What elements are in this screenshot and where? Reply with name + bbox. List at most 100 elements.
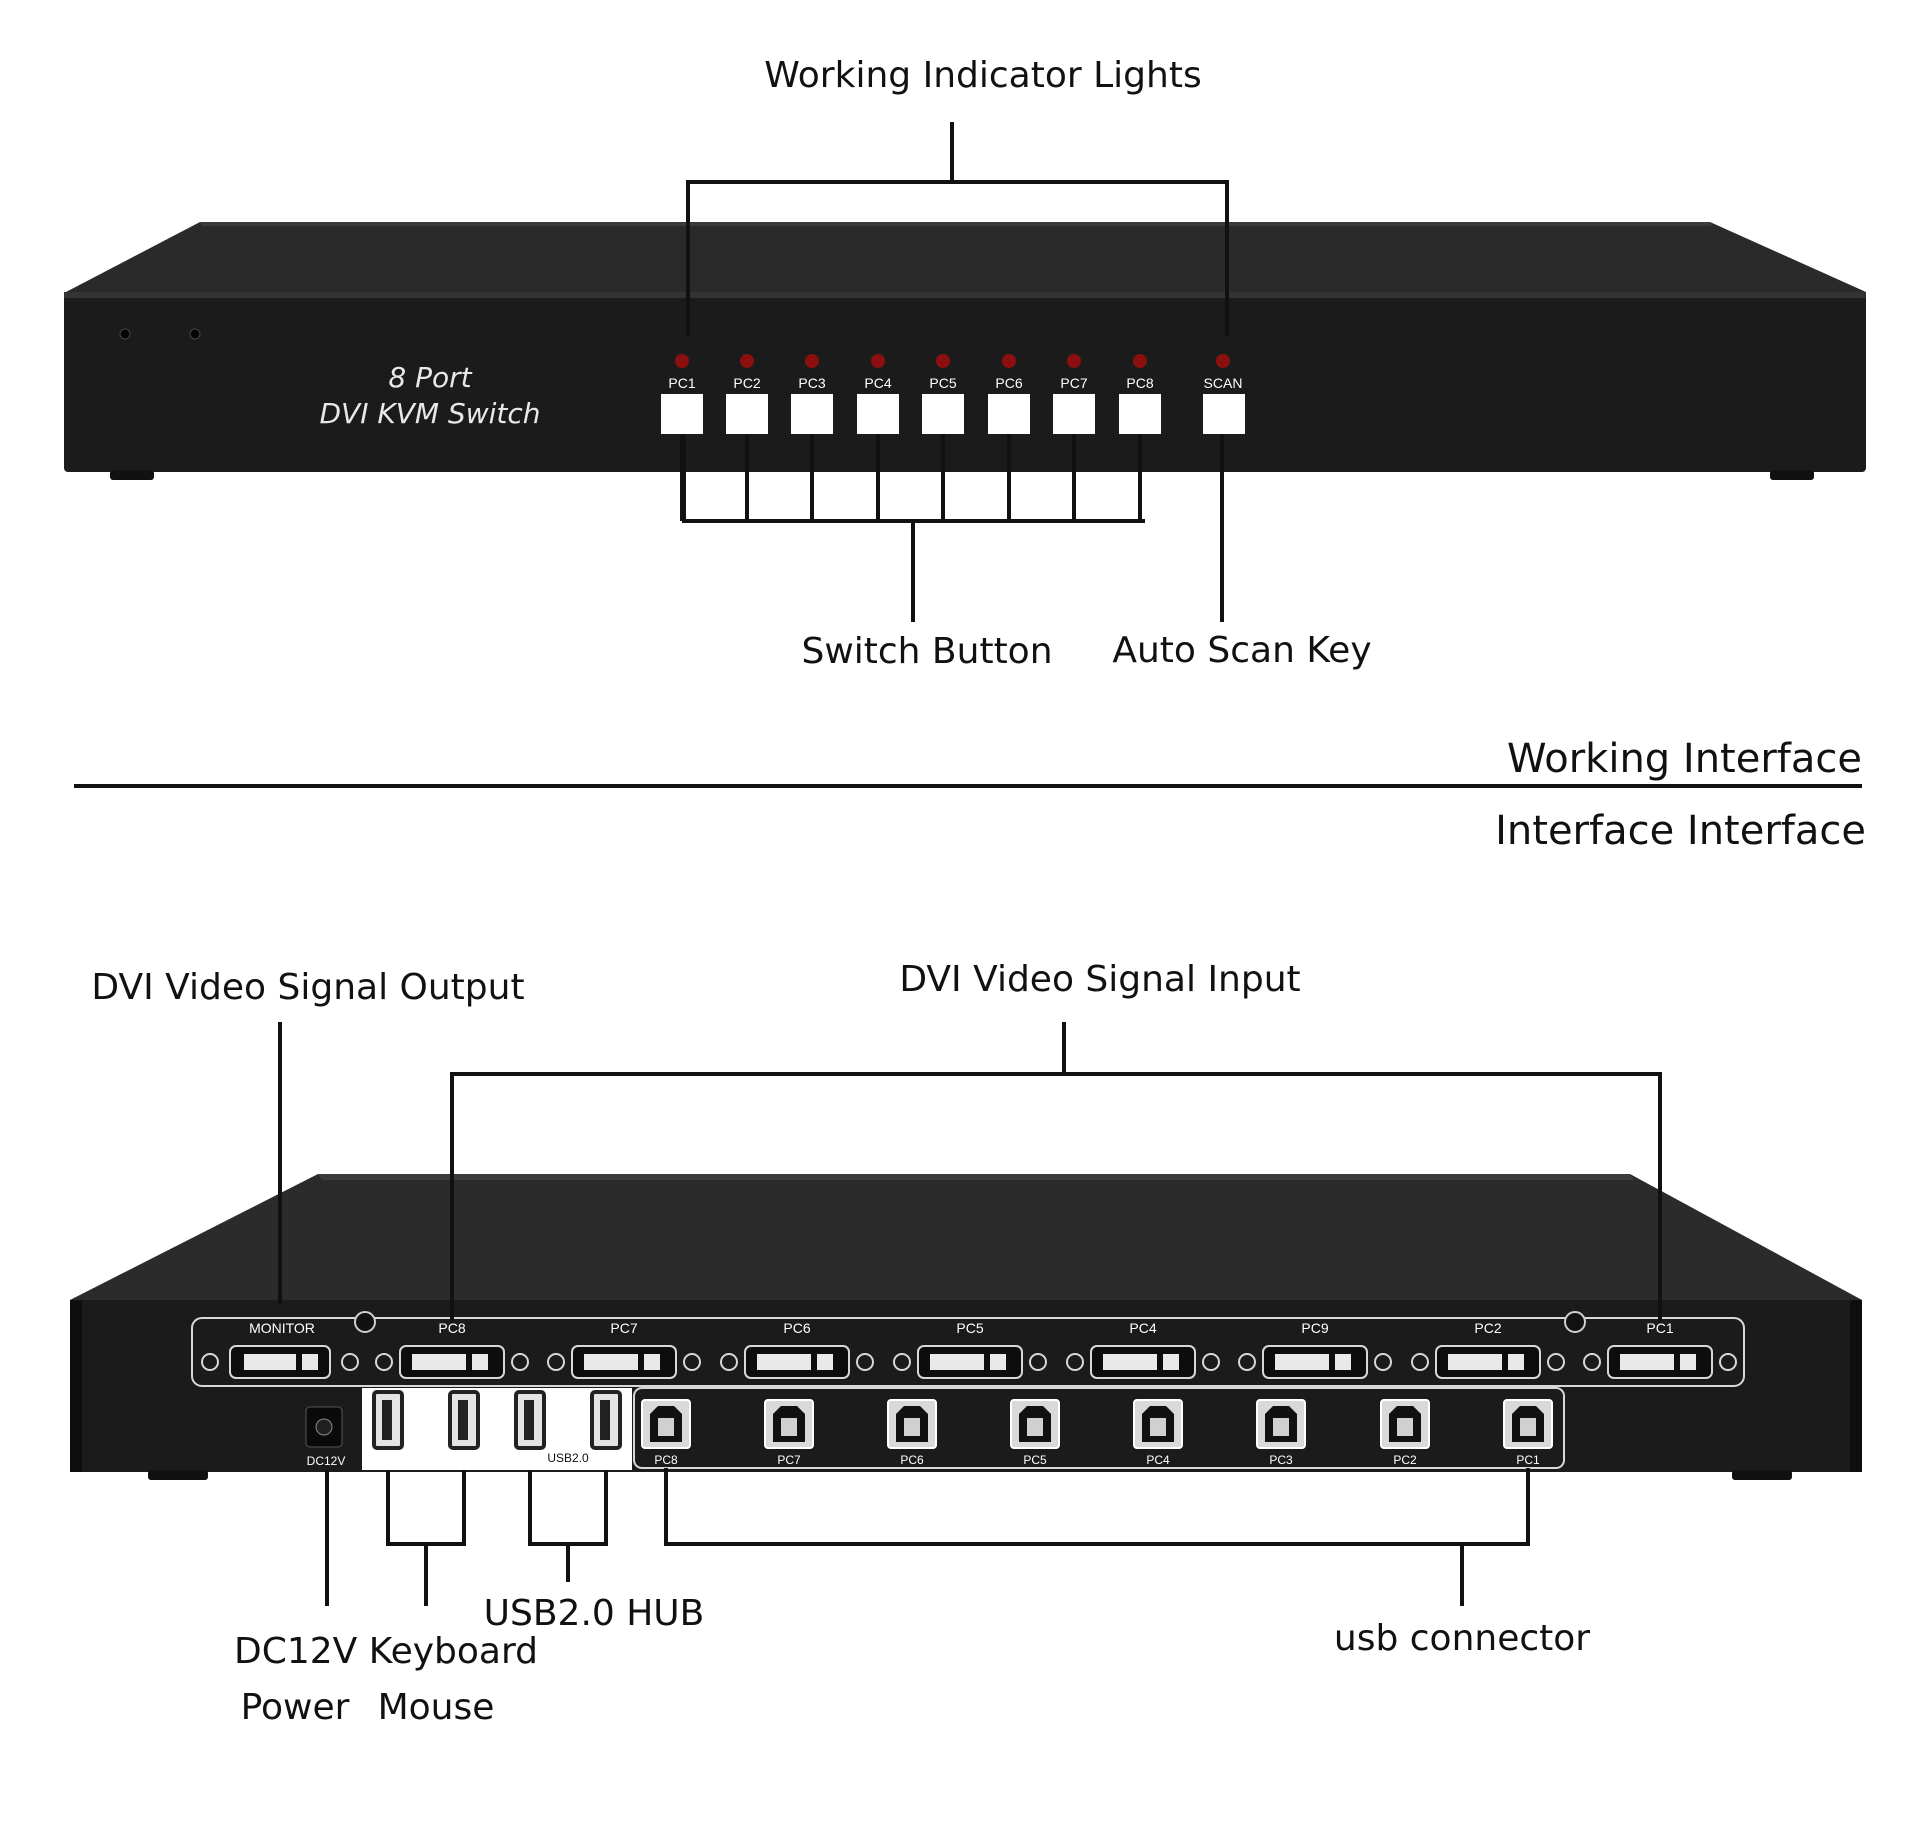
indicator-led <box>740 354 754 368</box>
indicator-led <box>871 354 885 368</box>
dvi-screw <box>1719 1353 1737 1371</box>
section-title-top: Working Interface <box>1507 736 1862 782</box>
dvi-port-pc8[interactable]: PC8 <box>375 1320 529 1379</box>
button-label: PC1 <box>668 375 695 391</box>
dvi-screw <box>1066 1353 1084 1371</box>
usb-b-port-pc4[interactable]: PC4 <box>1133 1399 1183 1467</box>
usb-hub-callout: USB2.0 HUB <box>484 1593 705 1634</box>
usb-b-port-pc2[interactable]: PC2 <box>1380 1399 1430 1467</box>
dvi-screw <box>1411 1353 1429 1371</box>
usb-b-tongue <box>1397 1418 1413 1436</box>
dvi-port-pc7[interactable]: PC7 <box>547 1320 701 1379</box>
dvi-pins <box>1620 1354 1674 1370</box>
rear-chassis-top <box>70 1174 1862 1300</box>
dc-label: DC12V <box>307 1454 346 1468</box>
switch-button[interactable] <box>1119 394 1161 434</box>
monitor-dvi-port[interactable]: MONITOR <box>201 1320 359 1379</box>
foot <box>110 470 154 480</box>
hub-bracket <box>528 1470 608 1546</box>
dvi-port-label: PC9 <box>1301 1320 1328 1336</box>
dvi-screw <box>893 1353 911 1371</box>
dvi-screw <box>1583 1353 1601 1371</box>
front-chassis-top <box>66 222 1866 292</box>
dvi-port-label: PC7 <box>610 1320 637 1336</box>
dvi-input-ports: PC8 PC7 PC6 PC5 PC4 PC9 PC2 PC1 <box>375 1320 1737 1379</box>
switch-button[interactable] <box>661 394 703 434</box>
dvi-port-pc4[interactable]: PC4 <box>1066 1320 1220 1379</box>
switch-button-label: Switch Button <box>801 631 1052 672</box>
usb-a-port[interactable] <box>590 1390 622 1450</box>
dvi-port-pc2[interactable]: PC2 <box>1411 1320 1565 1379</box>
switch-button[interactable] <box>1053 394 1095 434</box>
scan-label: SCAN <box>1204 375 1243 391</box>
switch-button[interactable] <box>726 394 768 434</box>
usb-a-tongue <box>524 1400 534 1440</box>
dvi-screw <box>511 1353 529 1371</box>
dvi-port-pc9[interactable]: PC9 <box>1238 1320 1392 1379</box>
dvi-port-pc6[interactable]: PC6 <box>720 1320 874 1379</box>
usb-a-tongue <box>382 1400 392 1440</box>
usb-b-port-pc6[interactable]: PC6 <box>887 1399 937 1467</box>
dvi-screw <box>720 1353 738 1371</box>
switch-button[interactable] <box>988 394 1030 434</box>
usb-b-port-pc8[interactable]: PC8 <box>641 1399 691 1467</box>
usb-a-port[interactable] <box>514 1390 546 1450</box>
switch-pc4[interactable]: PC4 <box>857 354 899 434</box>
front-panel: 8 Port DVI KVM Switch PC1 PC2 PC3 PC4 PC5 PC6… <box>64 222 1866 480</box>
switch-pc6[interactable]: PC6 <box>988 354 1030 434</box>
dvi-port-pc5[interactable]: PC5 <box>893 1320 1047 1379</box>
usb-a-port[interactable] <box>372 1390 404 1450</box>
indicator-led <box>936 354 950 368</box>
front-chassis-face <box>64 292 1866 472</box>
front-button-group: PC1 PC2 PC3 PC4 PC5 PC6 PC7 PC8 <box>661 354 1161 434</box>
dvi-pins <box>412 1354 466 1370</box>
dvi-blade <box>644 1354 660 1370</box>
dvi-screw <box>683 1353 701 1371</box>
indicator-led <box>1067 354 1081 368</box>
brand-line-2: DVI KVM Switch <box>319 397 540 430</box>
button-label: PC3 <box>798 375 825 391</box>
dvi-port-label: PC6 <box>783 1320 810 1336</box>
usb-b-port-pc7[interactable]: PC7 <box>764 1399 814 1467</box>
switch-pc3[interactable]: PC3 <box>791 354 833 434</box>
dvi-screw <box>547 1353 565 1371</box>
dvi-port-label: PC4 <box>1129 1320 1156 1336</box>
dvi-port-label: PC1 <box>1646 1320 1673 1336</box>
switch-pc1[interactable]: PC1 <box>661 354 703 434</box>
button-label: PC4 <box>864 375 891 391</box>
switch-pc5[interactable]: PC5 <box>922 354 964 434</box>
power-callout: Power <box>241 1687 350 1728</box>
dvi-blade <box>1335 1354 1351 1370</box>
usb-b-port-pc3[interactable]: PC3 <box>1256 1399 1306 1467</box>
indicator-led <box>675 354 689 368</box>
switch-button[interactable] <box>922 394 964 434</box>
scan-key[interactable]: SCAN <box>1203 354 1245 434</box>
switch-pc7[interactable]: PC7 <box>1053 354 1095 434</box>
brand-line-1: 8 Port <box>388 361 472 394</box>
screw-hole <box>119 328 131 340</box>
dvi-port-pc1[interactable]: PC1 <box>1583 1320 1737 1379</box>
usb-b-port-pc1[interactable]: PC1 <box>1503 1399 1553 1467</box>
screw-hole <box>189 328 201 340</box>
usb-a-tongue <box>600 1400 610 1440</box>
section-title-bottom: Interface Interface <box>1495 808 1866 854</box>
usb-b-port-pc5[interactable]: PC5 <box>1010 1399 1060 1467</box>
scan-button[interactable] <box>1203 394 1245 434</box>
scan-indicator-led <box>1216 354 1230 368</box>
switch-pc2[interactable]: PC2 <box>726 354 768 434</box>
grounding-screw <box>354 1311 376 1333</box>
mouse-callout: Mouse <box>378 1687 495 1728</box>
switch-button[interactable] <box>857 394 899 434</box>
dvi-pins <box>1448 1354 1502 1370</box>
usb-a-port[interactable] <box>448 1390 480 1450</box>
working-indicator-lights-label: Working Indicator Lights <box>764 55 1201 96</box>
switch-pc8[interactable]: PC8 <box>1119 354 1161 434</box>
usb-b-outline <box>633 1387 1565 1469</box>
switch-stems <box>680 434 1142 521</box>
switch-button[interactable] <box>791 394 833 434</box>
usb-connector-bracket <box>664 1468 1530 1546</box>
button-label: PC5 <box>929 375 956 391</box>
usb-hub-label: USB2.0 <box>547 1451 589 1465</box>
dc-power-jack[interactable]: DC12V <box>305 1406 346 1468</box>
usb-b-label: PC4 <box>1146 1453 1170 1467</box>
